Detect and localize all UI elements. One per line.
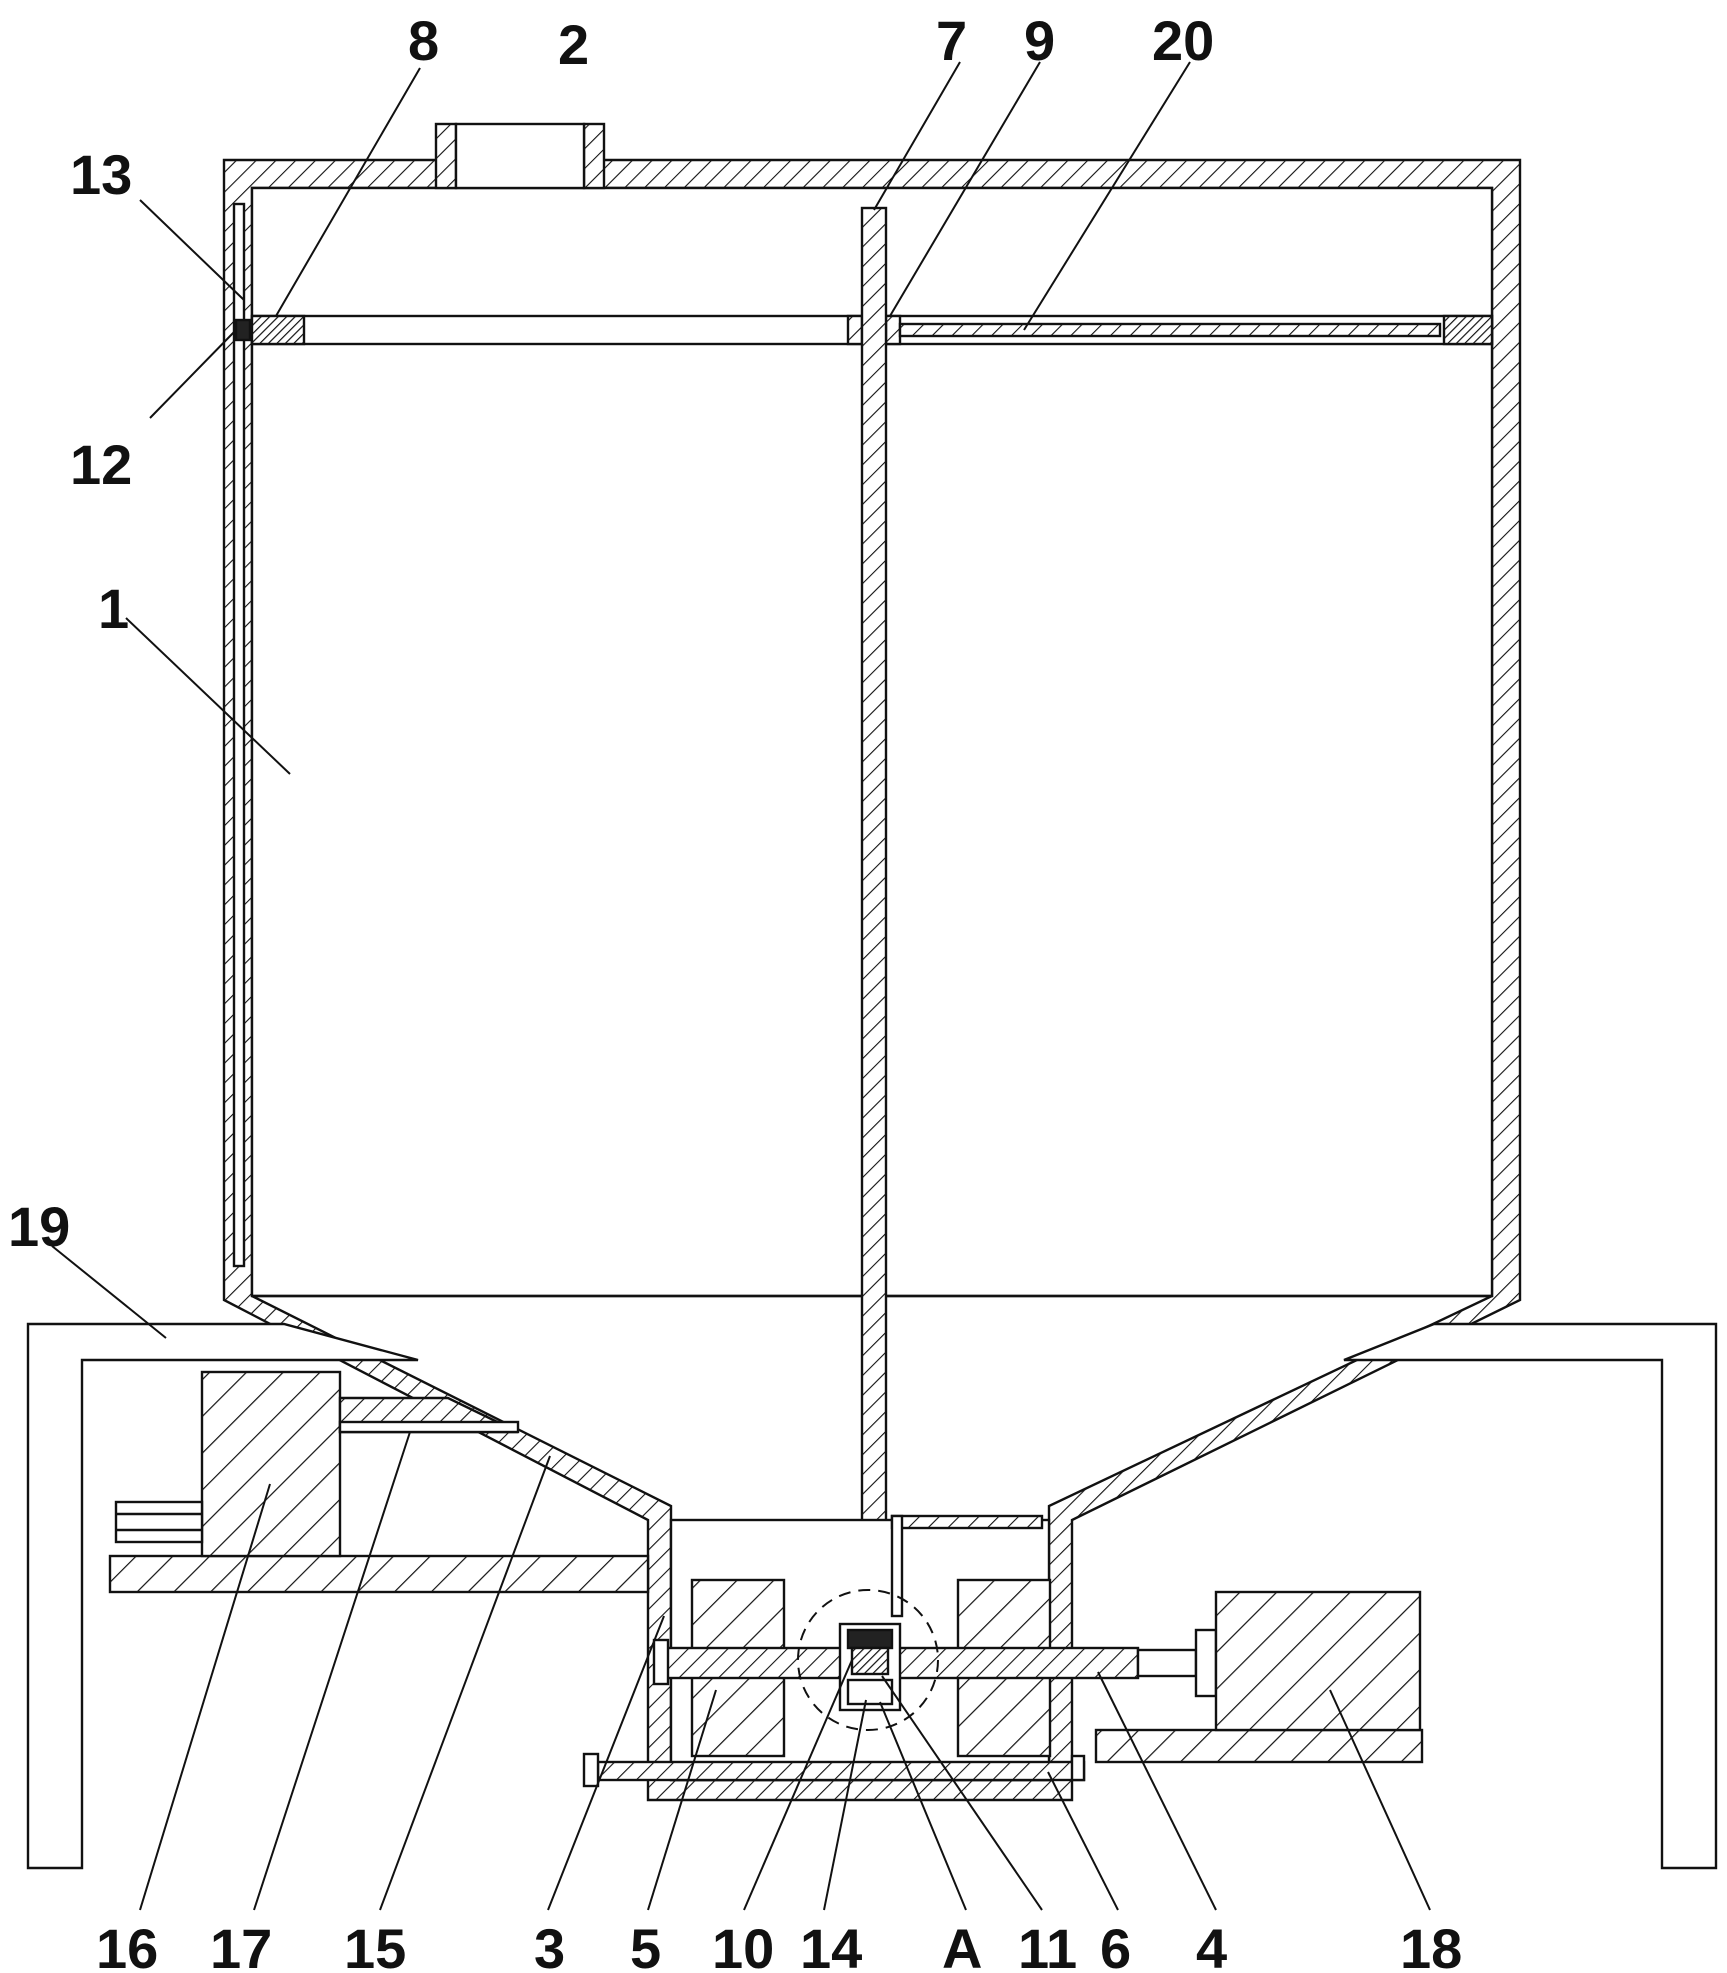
sleeve-9-left	[846, 314, 864, 346]
label-2: 2	[558, 13, 589, 76]
hub-bearing-10	[846, 1628, 894, 1650]
label-a: A	[942, 1917, 982, 1973]
vertical-shaft	[860, 206, 888, 1626]
shaft-left-end	[652, 1638, 670, 1686]
hub-gear-11	[850, 1646, 890, 1676]
label-15: 15	[344, 1917, 406, 1973]
left-shelf	[108, 1554, 650, 1594]
label-17: 17	[210, 1917, 272, 1973]
label-18: 18	[1400, 1917, 1462, 1973]
hub-base-14	[846, 1678, 894, 1706]
detail-circle-a	[797, 1589, 939, 1731]
leader-lines	[51, 61, 1431, 1911]
lower-housing-top-right	[890, 1514, 1044, 1530]
label-7: 7	[936, 9, 967, 72]
label-4: 4	[1196, 1917, 1227, 1973]
bottom-plate	[596, 1760, 1086, 1782]
support-frame-right	[1343, 1322, 1718, 1870]
label-8: 8	[408, 9, 439, 72]
drive-motor-18	[1214, 1590, 1422, 1732]
label-12: 12	[70, 433, 132, 496]
label-20: 20	[1152, 9, 1214, 72]
label-6: 6	[1100, 1917, 1131, 1973]
label-19: 19	[8, 1195, 70, 1258]
side-rail	[232, 202, 246, 1268]
feed-inlet-opening	[454, 122, 586, 190]
label-9: 9	[1024, 9, 1055, 72]
reference-labels: 1 2 13 12 8 7 9 20 19 16 17 15 3 5 10 14…	[8, 9, 1462, 1973]
sleeve-9-right	[884, 314, 902, 346]
bottom-plate-tab	[582, 1752, 600, 1788]
label-5: 5	[630, 1917, 661, 1973]
outlet-pipe	[114, 1500, 204, 1544]
shaft-coupling	[1136, 1648, 1198, 1678]
support-frame	[26, 1322, 419, 1870]
left-seal-block	[250, 314, 306, 346]
label-14: 14	[800, 1917, 862, 1973]
label-1: 1	[98, 577, 129, 640]
label-10: 10	[712, 1917, 774, 1973]
feed-inlet-right-wall	[582, 122, 606, 190]
motor-shelf	[1094, 1728, 1424, 1764]
label-3: 3	[534, 1917, 565, 1973]
label-13: 13	[70, 143, 132, 206]
filter-screen-20	[898, 322, 1442, 338]
label-16: 16	[96, 1917, 158, 1973]
motor-flange	[1194, 1628, 1218, 1698]
housing-bracket	[890, 1514, 904, 1618]
suction-unit-16	[200, 1370, 342, 1558]
right-seal-block	[1442, 314, 1494, 346]
small-slider-12	[234, 318, 252, 342]
feed-inlet-left-wall	[434, 122, 458, 190]
label-11: 11	[1018, 1917, 1077, 1973]
